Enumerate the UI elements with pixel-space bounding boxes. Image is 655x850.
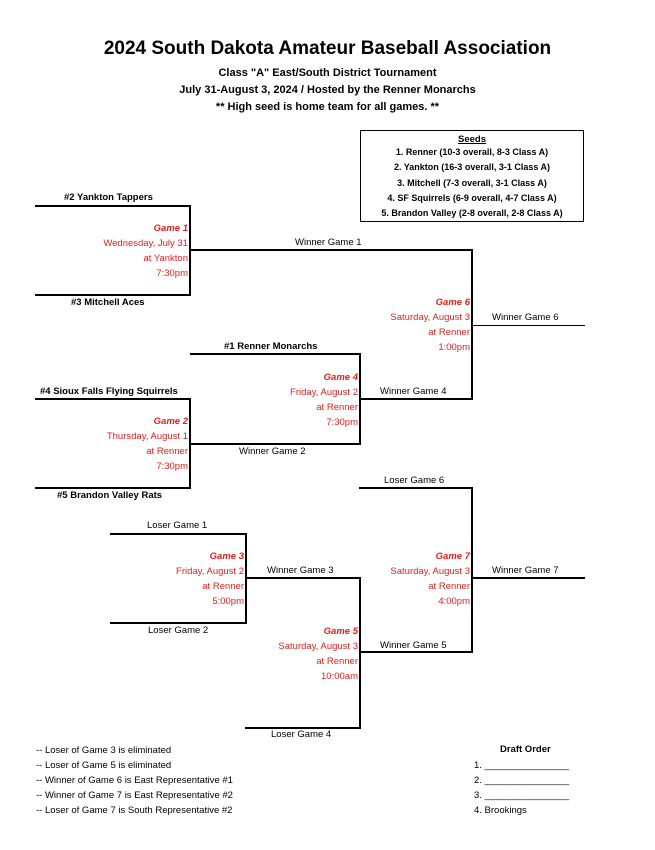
game-4-time: 7:30pm bbox=[326, 417, 358, 428]
draft-order-item: 4. Brookings bbox=[474, 805, 527, 816]
winner-game-7-label: Winner Game 7 bbox=[492, 565, 559, 576]
game-1-date: Wednesday, July 31 bbox=[103, 238, 188, 249]
seed-item: 3. Mitchell (7-3 overall, 3-1 Class A) bbox=[397, 177, 547, 188]
winner-game-3-label: Winner Game 3 bbox=[267, 565, 334, 576]
team-mitchell: #3 Mitchell Aces bbox=[71, 297, 145, 308]
game-5-place: at Renner bbox=[316, 656, 358, 667]
game-4-date: Friday, August 2 bbox=[290, 387, 358, 398]
seed-item: 1. Renner (10-3 overall, 8-3 Class A) bbox=[395, 147, 549, 157]
game-3-place: at Renner bbox=[202, 581, 244, 592]
loser-game-6-label: Loser Game 6 bbox=[384, 475, 445, 486]
game-6-info: Game 6 Saturday, August 3 at Renner 1:00… bbox=[300, 295, 470, 355]
game-3-title: Game 3 bbox=[209, 551, 244, 562]
seed-item: 2. Yankton (16-3 overall, 3-1 Class A) bbox=[393, 162, 551, 173]
team-renner: #1 Renner Monarchs bbox=[224, 341, 318, 352]
loser-game-4-label: Loser Game 4 bbox=[271, 729, 332, 740]
note-item: -- Winner of Game 6 is East Representati… bbox=[36, 775, 233, 786]
seeds-title: Seeds bbox=[458, 134, 486, 145]
tournament-subtitle: Class "A" East/South District Tournament bbox=[218, 67, 437, 79]
team-yankton: #2 Yankton Tappers bbox=[64, 192, 153, 203]
winner-game-4-label: Winner Game 4 bbox=[380, 386, 447, 397]
game-7-info: Game 7 Saturday, August 3 at Renner 4:00… bbox=[300, 549, 470, 609]
note-item: -- Loser of Game 3 is eliminated bbox=[36, 745, 172, 756]
tournament-dates: July 31-August 3, 2024 / Hosted by the R… bbox=[179, 84, 476, 96]
game-5-date: Saturday, August 3 bbox=[278, 641, 358, 652]
loser-game-2-label: Loser Game 2 bbox=[148, 625, 209, 636]
team-sioux-falls: #4 Sioux Falls Flying Squirrels bbox=[40, 386, 178, 397]
winner-game-6-label: Winner Game 6 bbox=[492, 312, 559, 323]
game-4-info: Game 4 Friday, August 2 at Renner 7:30pm bbox=[188, 370, 358, 430]
loser-game-1-label: Loser Game 1 bbox=[147, 520, 208, 531]
note-item: -- Loser of Game 5 is eliminated bbox=[36, 760, 172, 771]
page-title: 2024 South Dakota Amateur Baseball Assoc… bbox=[103, 38, 552, 59]
game-3-date: Friday, August 2 bbox=[176, 566, 244, 577]
game-7-date: Saturday, August 3 bbox=[390, 566, 470, 577]
game-2-info: Game 2 Thursday, August 1 at Renner 7:30… bbox=[18, 414, 188, 474]
game-4-place: at Renner bbox=[316, 402, 358, 413]
game-1-title: Game 1 bbox=[153, 223, 188, 234]
game-5-info: Game 5 Saturday, August 3 at Renner 10:0… bbox=[188, 624, 358, 684]
game-6-place: at Renner bbox=[428, 327, 470, 338]
seed-item: 4. SF Squirrels (6-9 overall, 4-7 Class … bbox=[387, 192, 557, 203]
game-2-place: at Renner bbox=[146, 446, 188, 457]
game-6-title: Game 6 bbox=[435, 297, 470, 308]
draft-order-item: 1. ________________ bbox=[474, 760, 570, 771]
note-item: -- Winner of Game 7 is East Representati… bbox=[36, 790, 233, 801]
game-5-time: 10:00am bbox=[321, 671, 358, 682]
game-2-time: 7:30pm bbox=[156, 461, 188, 472]
winner-game-2-label: Winner Game 2 bbox=[239, 446, 306, 457]
game-2-title: Game 2 bbox=[153, 416, 188, 427]
home-team-note: ** High seed is home team for all games.… bbox=[215, 101, 440, 113]
team-brandon-valley: #5 Brandon Valley Rats bbox=[57, 490, 163, 501]
game-5-title: Game 5 bbox=[323, 626, 358, 637]
game-1-time: 7:30pm bbox=[156, 268, 188, 279]
game-7-title: Game 7 bbox=[435, 551, 470, 562]
winner-game-5-label: Winner Game 5 bbox=[380, 640, 447, 651]
seed-item: 5. Brandon Valley (2-8 overall, 2-8 Clas… bbox=[381, 208, 563, 219]
game-1-place: at Yankton bbox=[143, 253, 188, 264]
draft-order-title: Draft Order bbox=[500, 744, 551, 755]
game-6-date: Saturday, August 3 bbox=[390, 312, 470, 323]
game-4-title: Game 4 bbox=[323, 372, 358, 383]
game-1-info: Game 1 Wednesday, July 31 at Yankton 7:3… bbox=[18, 221, 188, 281]
game-7-time: 4:00pm bbox=[438, 596, 470, 607]
game-3-info: Game 3 Friday, August 2 at Renner 5:00pm bbox=[74, 549, 244, 609]
game-2-date: Thursday, August 1 bbox=[106, 431, 188, 442]
note-item: -- Loser of Game 7 is South Representati… bbox=[36, 805, 233, 816]
seeds-box: Seeds 1. Renner (10-3 overall, 8-3 Class… bbox=[360, 130, 584, 222]
game-6-time: 1:00pm bbox=[438, 342, 470, 353]
game-7-place: at Renner bbox=[428, 581, 470, 592]
draft-order-item: 2. ________________ bbox=[474, 775, 570, 786]
winner-game-1-label: Winner Game 1 bbox=[295, 237, 362, 248]
game-3-time: 5:00pm bbox=[212, 596, 244, 607]
draft-order-item: 3. ________________ bbox=[474, 790, 570, 801]
